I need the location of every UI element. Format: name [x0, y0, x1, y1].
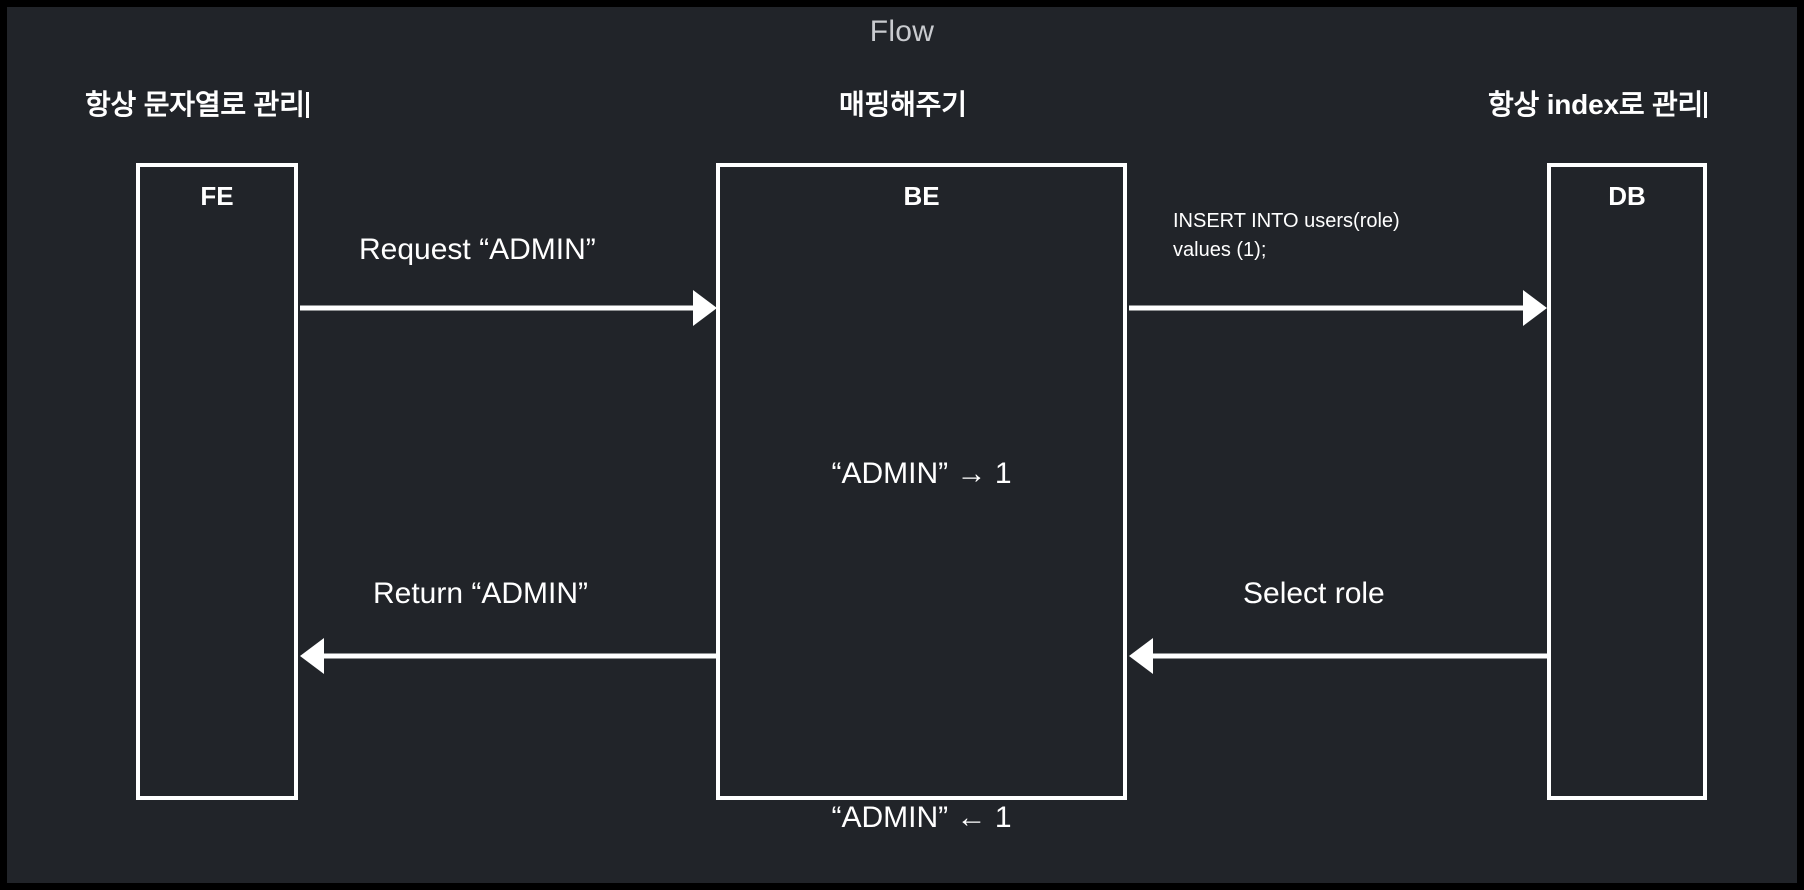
be-note-map: “ADMIN” → 1: [831, 457, 1012, 490]
be-note-unmap: “ADMIN” ← 1: [831, 801, 1012, 834]
caption-be-text: 매핑해주기: [839, 89, 967, 120]
diagram-title: Flow: [869, 15, 935, 48]
arrow-label-return: Return “ADMIN”: [373, 577, 589, 610]
arrow-label-request: Request “ADMIN”: [359, 233, 596, 266]
text-cursor-icon: [305, 92, 309, 118]
lane-fe-title: FE: [200, 181, 234, 211]
text-cursor-icon: [1704, 92, 1708, 118]
lane-fe: FE: [136, 163, 298, 800]
lane-db-title: DB: [1608, 181, 1646, 211]
lane-be-title: BE: [903, 181, 940, 211]
lane-be: BE “ADMIN” → 1 “ADMIN” ← 1: [716, 163, 1127, 834]
caption-be: 매핑해주기: [839, 83, 967, 123]
arrow-select: [1129, 638, 1547, 674]
caption-db: 항상 index로 관리: [1488, 83, 1708, 123]
arrow-return: [300, 638, 717, 674]
arrow-label-insert: INSERT INTO users(role) values (1);: [1173, 207, 1400, 265]
diagram-canvas: Flow 항상 문자열로 관리 매핑해주기 항상 index로 관리 FE BE…: [7, 7, 1797, 883]
caption-fe: 항상 문자열로 관리: [85, 83, 309, 123]
arrow-insert: [1129, 290, 1547, 326]
arrow-label-select: Select role: [1243, 577, 1385, 610]
arrow-label-insert-line1: INSERT INTO users(role): [1173, 210, 1400, 232]
caption-fe-text: 항상 문자열로 관리: [85, 89, 305, 120]
arrow-label-insert-line2: values (1);: [1173, 239, 1267, 261]
lane-db: DB: [1547, 163, 1707, 800]
arrow-request: [300, 290, 717, 326]
caption-db-text: 항상 index로 관리: [1488, 89, 1704, 120]
